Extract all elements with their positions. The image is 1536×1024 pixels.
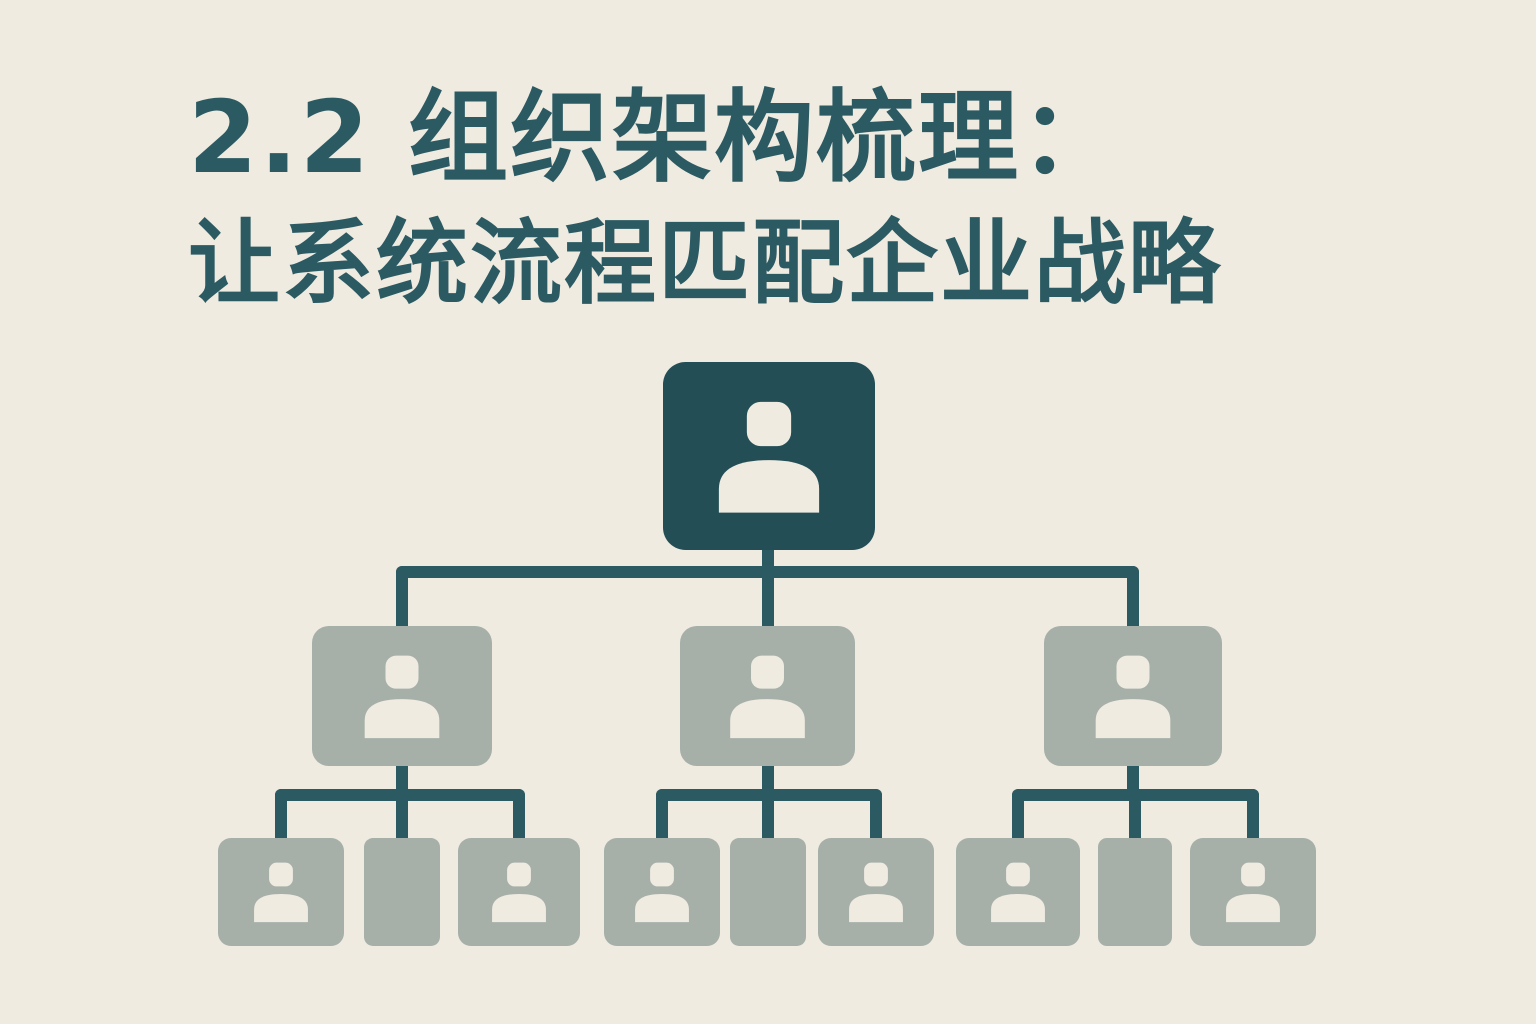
person-icon <box>364 655 440 739</box>
slide-title: 2.2 组织架构梳理： 让系统流程匹配企业战略 <box>188 78 1388 324</box>
org-node-bottom-2-2 <box>730 838 806 946</box>
org-node-bottom-3-3 <box>1190 838 1316 946</box>
org-node-bottom-3-2 <box>1098 838 1172 946</box>
person-icon <box>849 862 903 923</box>
person-icon <box>1226 862 1280 923</box>
org-node-bottom-2-3 <box>818 838 934 946</box>
org-nodes <box>218 362 1316 946</box>
title-line-1: 2.2 组织架构梳理： <box>188 79 1122 196</box>
org-node-top <box>663 362 875 550</box>
person-icon <box>730 655 805 739</box>
org-node-bottom-1-2 <box>364 838 440 946</box>
org-node-bottom-1-1 <box>218 838 344 946</box>
person-icon <box>1095 655 1171 739</box>
org-node-mid-3 <box>1044 626 1222 766</box>
person-icon <box>991 862 1045 923</box>
org-node-mid-1 <box>312 626 492 766</box>
title-line-2: 让系统流程匹配企业战略 <box>188 210 1223 317</box>
person-icon <box>254 862 308 923</box>
org-node-bottom-3-1 <box>956 838 1080 946</box>
person-icon <box>635 862 689 923</box>
connector-lines <box>275 544 1259 844</box>
org-node-bottom-2-1 <box>604 838 720 946</box>
org-node-mid-2 <box>680 626 855 766</box>
org-node-bottom-1-3 <box>458 838 580 946</box>
person-icon <box>718 401 820 513</box>
person-icon <box>492 862 546 923</box>
